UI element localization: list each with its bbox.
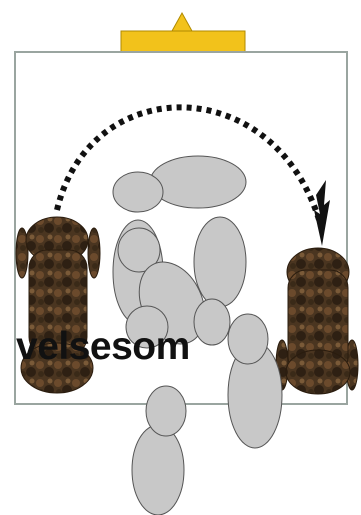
partial-label: velsesom bbox=[16, 327, 190, 366]
head-of-table-marker bbox=[121, 13, 245, 52]
chair-icon bbox=[276, 248, 358, 394]
